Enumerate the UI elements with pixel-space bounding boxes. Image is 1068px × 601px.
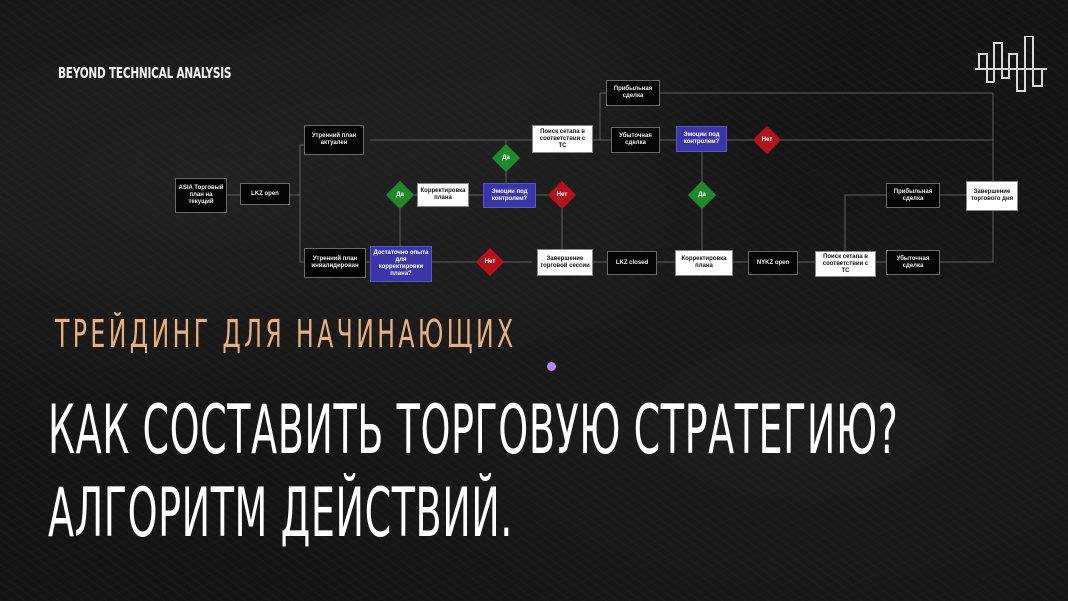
title-line-1: КАК СОСТАВИТЬ ТОРГОВУЮ СТРАТЕГИЮ?: [48, 391, 899, 470]
title-line-2: АЛГОРИТМ ДЕЙСТВИЙ.: [48, 474, 513, 553]
node-nykz-open: NYKZ open: [748, 251, 798, 275]
decision-no-label: Нет: [556, 192, 568, 198]
node-plan-correction: Корректировка плана: [675, 250, 733, 276]
node-loss-trade: Убыточная сделка: [886, 250, 940, 275]
node-search-setup: Поиск сетапа в соответствии с ТС: [532, 125, 593, 153]
subtitle: ТРЕЙДИНГ ДЛЯ НАЧИНАЮЩИХ: [55, 312, 517, 356]
accent-dot: [547, 362, 556, 371]
node-asia-plan: ASIA Торговый план на текущий: [175, 178, 227, 213]
decision-no-label: Нет: [761, 137, 773, 143]
node-profit-trade: Прибыльная сделка: [886, 183, 940, 208]
node-session-end: Завершение торговой сессии: [537, 249, 593, 276]
decision-yes-label: Да: [502, 155, 510, 161]
decision-yes-label: Да: [396, 192, 404, 198]
flowchart: ASIA Торговый план на текущий LKZ open У…: [0, 0, 1068, 300]
node-emotions-question: Эмоции под контролем?: [483, 183, 536, 208]
node-lkz-open: LKZ open: [240, 183, 290, 205]
node-enough-experience-question: Достаточно опыта для корректировки плана…: [370, 246, 432, 282]
node-lkz-closed: LKZ closed: [607, 251, 657, 275]
bar-waveform-logo-icon: [975, 36, 1047, 92]
brand-name: BEYOND TECHNICAL ANALYSIS: [58, 64, 232, 82]
node-loss-trade: Убыточная сделка: [611, 127, 660, 153]
node-plan-correction: Корректировка плана: [417, 183, 469, 207]
node-emotions-question: Эмоции под контролем?: [676, 126, 727, 152]
node-profit-trade: Прибыльная сделка: [606, 80, 660, 106]
node-day-end: Завершение торгового дня: [966, 181, 1018, 211]
node-morning-plan-valid: Утренний план актуален: [304, 125, 364, 155]
decision-yes-label: Да: [698, 192, 706, 198]
node-search-setup: Поиск сетапа в соответствии с ТС: [815, 251, 876, 277]
decision-no-label: Нет: [484, 259, 496, 265]
node-morning-plan-invalid: Утренний план инвалидирован: [304, 248, 366, 278]
